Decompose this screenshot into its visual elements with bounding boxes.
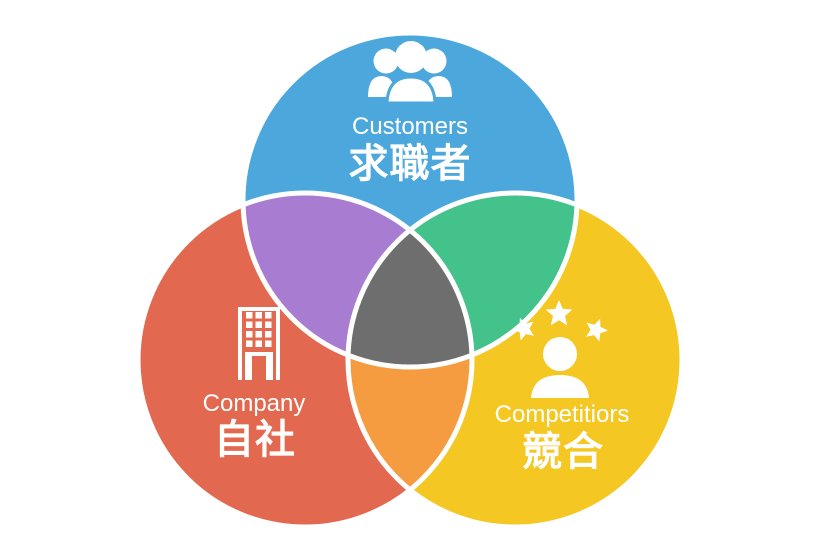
competitor-person-head — [543, 337, 577, 371]
company-circle-outline — [135, 190, 475, 530]
building-window — [246, 321, 253, 328]
people-group-icon — [368, 41, 452, 105]
building-window — [246, 312, 253, 319]
customers-label-en: Customers — [351, 113, 469, 140]
star-icon-right — [586, 318, 608, 342]
building-door-lintel — [245, 352, 273, 356]
building-window — [255, 331, 262, 338]
building-window — [255, 340, 262, 347]
overlap-center-outerclip — [348, 193, 472, 367]
building-window — [255, 312, 262, 319]
star-icon-left — [512, 317, 534, 341]
circle-outlines — [135, 30, 685, 530]
building-right-wall — [276, 307, 280, 380]
building-door-left-post — [245, 352, 252, 380]
person-front-head — [395, 41, 427, 73]
overlap-center-fill — [348, 193, 472, 367]
building-window — [265, 312, 272, 319]
overlap-center — [348, 193, 472, 367]
star-icon-center — [545, 300, 573, 326]
building-window — [265, 340, 272, 347]
competitor-person-body — [531, 375, 589, 398]
building-icon — [238, 307, 280, 380]
customers-label-ja: 求職者 — [348, 142, 472, 186]
person-stars-icon — [512, 300, 608, 398]
building-window — [265, 331, 272, 338]
person-back-right-head — [421, 48, 447, 74]
competitors-label-ja: 競合 — [522, 430, 604, 474]
person-back-left-head — [373, 48, 399, 74]
company-label-ja: 自社 — [214, 418, 296, 462]
company-label-en: Company — [202, 390, 306, 417]
building-window — [246, 331, 253, 338]
building-roof — [238, 307, 280, 311]
building-window — [265, 321, 272, 328]
person-front-body — [385, 75, 437, 105]
building-left-wall — [238, 307, 242, 380]
competitors-label-en: Competitiors — [494, 401, 630, 428]
building-window — [246, 340, 253, 347]
customers-circle-outline — [240, 30, 580, 370]
building-window — [255, 321, 262, 328]
competitors-circle-outline — [345, 190, 685, 530]
building-door-right-post — [266, 352, 273, 380]
